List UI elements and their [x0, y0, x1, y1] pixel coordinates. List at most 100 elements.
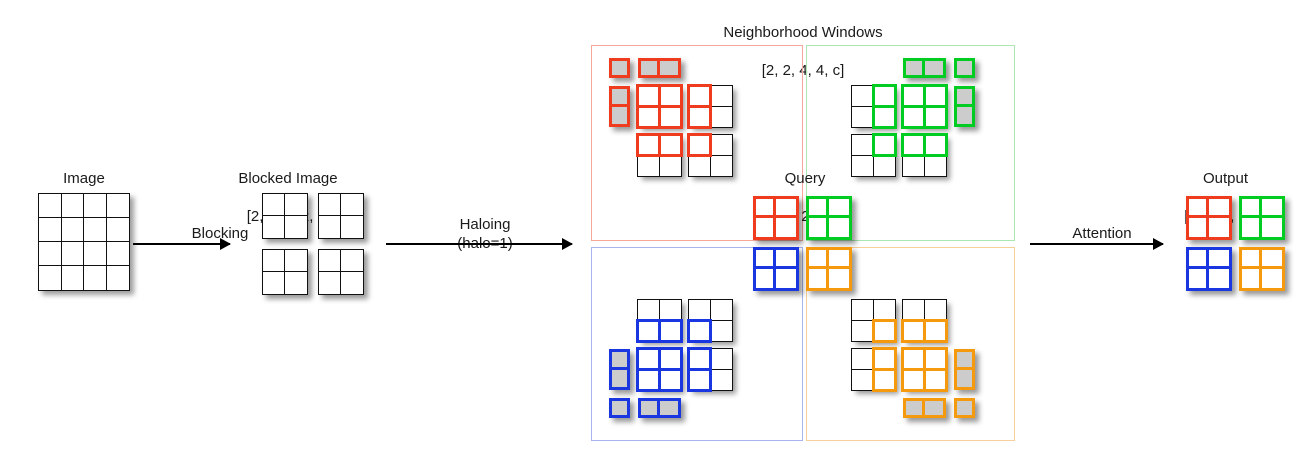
- neighborhood-block: [636, 133, 683, 177]
- cell: [776, 269, 796, 288]
- cell: [851, 154, 875, 177]
- cell: [657, 367, 683, 392]
- cell: [922, 104, 948, 129]
- cell: [263, 272, 285, 294]
- halo-cell: [609, 58, 630, 78]
- neighborhood-block: [851, 133, 897, 177]
- cell: [756, 250, 776, 269]
- cell: [776, 199, 796, 218]
- blocked-image-block: [318, 249, 364, 295]
- cell: [902, 154, 926, 177]
- cell: [1262, 218, 1282, 237]
- cell: [687, 133, 713, 158]
- cell: [687, 104, 713, 129]
- image-title: Image: [63, 170, 105, 187]
- cell: [809, 199, 829, 218]
- halo-cell: [954, 398, 975, 418]
- cell: [263, 250, 285, 272]
- cell: [871, 318, 897, 343]
- query-group: [753, 196, 857, 296]
- cell: [612, 352, 627, 370]
- output-block-top-left: [1186, 196, 1232, 240]
- cell: [641, 401, 660, 415]
- cell: [924, 61, 943, 75]
- cell: [1189, 250, 1209, 269]
- cell: [263, 216, 285, 238]
- output-title: Output: [1202, 170, 1249, 187]
- cell: [756, 199, 776, 218]
- cell: [906, 61, 925, 75]
- neighborhood-block: [687, 299, 733, 343]
- cell: [776, 250, 796, 269]
- cell: [957, 369, 972, 387]
- cell: [809, 250, 829, 269]
- cell: [709, 154, 733, 177]
- blocking-label-text: Blocking: [191, 225, 249, 242]
- cell: [851, 319, 875, 342]
- neighborhood-block: [851, 347, 897, 392]
- cell: [922, 318, 948, 343]
- cell: [1242, 269, 1262, 288]
- blocked-image-block: [318, 193, 364, 239]
- query-block-bottom-right: [806, 247, 852, 291]
- neighborhood-windows-label: Neighborhood Windows [2, 2, 4, 4, c]: [618, 4, 988, 80]
- cell: [319, 250, 341, 272]
- cell: [851, 105, 875, 128]
- neighborhood-query-block: [901, 347, 948, 392]
- neighborhood-block: [687, 84, 733, 129]
- neighborhood-title: Neighborhood Windows: [723, 24, 883, 41]
- cell: [776, 218, 796, 237]
- neighborhood-block: [687, 347, 733, 392]
- cell: [1189, 218, 1209, 237]
- cell: [657, 318, 683, 343]
- output-group: [1186, 196, 1290, 296]
- query-block-top-left: [753, 196, 799, 240]
- cell: [957, 352, 972, 370]
- cell: [871, 133, 897, 158]
- cell: [1262, 199, 1282, 218]
- cell: [658, 154, 682, 177]
- neighborhood-query-block: [636, 84, 683, 129]
- neighborhood-block: [687, 133, 733, 177]
- cell: [263, 194, 285, 216]
- cell: [709, 348, 733, 371]
- cell: [341, 216, 363, 238]
- panel-top-left: [591, 45, 803, 241]
- halo-cell: [903, 58, 946, 78]
- haloing-arrow: [386, 243, 572, 246]
- cell: [809, 269, 829, 288]
- panel-bottom-right: [806, 247, 1015, 441]
- cell: [688, 154, 712, 177]
- cell: [657, 104, 683, 129]
- cell: [319, 216, 341, 238]
- cell: [709, 368, 733, 391]
- neighborhood-block: [901, 299, 948, 343]
- halo-cell: [638, 398, 681, 418]
- cell: [285, 250, 307, 272]
- halo-cell: [609, 349, 630, 390]
- cell: [637, 154, 661, 177]
- attention-label-text: Attention: [1072, 225, 1132, 242]
- cell: [709, 85, 733, 108]
- panel-bottom-left: [591, 247, 803, 441]
- cell: [957, 89, 972, 107]
- neighborhood-shape: [2, 2, 4, 4, c]: [761, 62, 845, 79]
- query-title: Query: [784, 170, 826, 187]
- cell: [709, 134, 733, 157]
- cell: [657, 133, 683, 158]
- query-block-bottom-left: [753, 247, 799, 291]
- cell: [809, 218, 829, 237]
- cell: [829, 250, 849, 269]
- cell: [851, 85, 875, 108]
- cell: [1189, 269, 1209, 288]
- cell: [341, 250, 363, 272]
- cell: [829, 199, 849, 218]
- output-block-bottom-left: [1186, 247, 1232, 291]
- cell: [957, 401, 972, 415]
- cell: [1242, 199, 1262, 218]
- blocking-arrow: [133, 243, 230, 246]
- output-block-top-right: [1239, 196, 1285, 240]
- blocked-image-block: [262, 249, 308, 295]
- cell: [1209, 269, 1229, 288]
